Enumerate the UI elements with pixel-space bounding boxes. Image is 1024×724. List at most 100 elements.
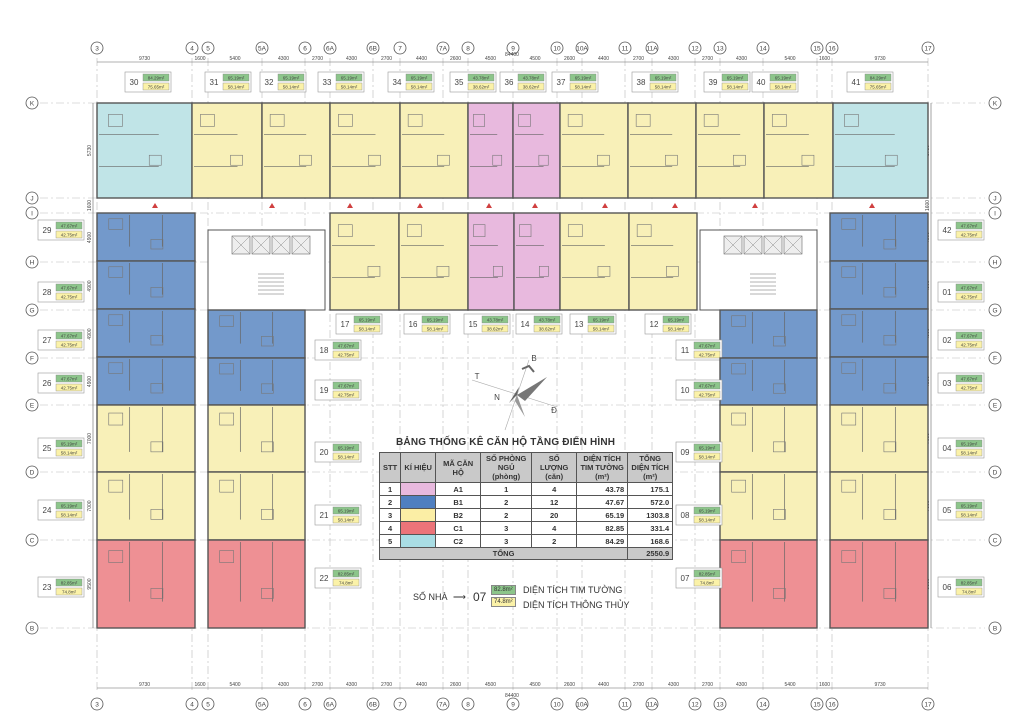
unit-area (207, 404, 306, 473)
header-stt: STT (378, 452, 402, 483)
apartment-unit-06 (829, 539, 929, 629)
header-bedrooms: SỐ PHÒNG NGỦ (phòng) (480, 452, 533, 483)
area-tim-tuong: 65.19m² (338, 446, 355, 451)
area-tim-tuong-box (955, 221, 983, 230)
grid-bubble (618, 41, 632, 55)
bed-icon (841, 550, 857, 563)
area-tim-tuong: 47.67m² (961, 286, 978, 291)
grid-column-label: 17 (924, 46, 932, 53)
area-thong-thuy: 74.8m² (962, 590, 977, 595)
row-bedrooms: 3 (480, 521, 533, 535)
unit-area (329, 102, 401, 199)
unit-label-05 (937, 499, 985, 521)
unit-label-14 (515, 313, 563, 335)
dimension-value: 9730 (139, 682, 150, 688)
grid-row-label: F (30, 356, 34, 363)
entrance-marker (417, 203, 423, 208)
apartment-unit-03 (829, 356, 929, 406)
area-tim-tuong: 65.19m² (961, 442, 978, 447)
area-thong-thuy: 42.75m² (961, 233, 978, 238)
unit-area (832, 102, 929, 199)
apartment-unit-28 (96, 260, 196, 310)
elevator-stair-core (207, 229, 326, 311)
bed-icon (731, 479, 746, 493)
apartment-unit-36 (512, 102, 561, 199)
unit-number: 37 (557, 78, 566, 87)
area-tim-tuong-box (222, 73, 250, 82)
unit-label-15 (463, 313, 511, 335)
unit-area (628, 212, 698, 311)
grid-bubble (25, 465, 39, 479)
area-thong-thuy-box (332, 390, 360, 399)
area-thong-thuy-box (693, 578, 721, 587)
grid-column-label: 9 (511, 46, 515, 53)
area-tim-tuong-box (955, 283, 983, 292)
apartment-unit-24 (96, 471, 196, 541)
bathroom-fixture-icon (150, 383, 164, 394)
area-tim-tuong-box (693, 569, 721, 578)
side-dimension-value: 4900 (87, 232, 93, 243)
area-thong-thuy: 38.62m² (487, 327, 504, 332)
grid-column-label: 5A (258, 46, 267, 53)
area-thong-thuy-box (955, 510, 983, 519)
area-thong-thuy-box (55, 340, 83, 349)
area-tim-tuong: 65.19m² (593, 318, 610, 323)
area-thong-thuy-box (955, 448, 983, 457)
row-area: 84.29 (576, 534, 629, 548)
grid-column-label: 9 (511, 702, 515, 709)
grid-bubble (550, 41, 564, 55)
grid-bubble (810, 41, 824, 55)
apartment-unit-20 (207, 404, 306, 473)
area-thong-thuy-box (693, 452, 721, 461)
grid-bubble (988, 351, 1002, 365)
area-thong-thuy: 42.75m² (961, 386, 978, 391)
grid-column-label: 6 (303, 46, 307, 53)
unit-number: 03 (943, 379, 952, 388)
area-tim-tuong-box (955, 439, 983, 448)
area-tim-tuong: 47.67m² (61, 224, 78, 229)
row-stt: 1 (378, 482, 402, 496)
apartment-unit-01 (829, 260, 929, 310)
compass-north-label: B (531, 354, 536, 363)
dimension-value: 5400 (229, 56, 240, 62)
row-total: 175.1 (627, 482, 674, 496)
unit-number: 31 (210, 78, 219, 87)
unit-label-27 (37, 329, 85, 351)
area-thong-thuy: 74.8m² (339, 581, 354, 586)
unit-area (207, 309, 306, 359)
legend-thong-box: 74.8m² (491, 597, 516, 607)
bed-icon (844, 114, 859, 127)
unit-number: 25 (43, 444, 52, 453)
row-color-swatch (400, 534, 437, 548)
unit-label-33 (317, 71, 365, 93)
dimension-value: 4500 (485, 682, 496, 688)
area-tim-tuong-box (332, 569, 360, 578)
area-thong-thuy: 58.14m² (668, 327, 685, 332)
grid-column-label: 6 (303, 702, 307, 709)
area-tim-tuong: 47.67m² (699, 384, 716, 389)
unit-label-40 (751, 71, 799, 93)
total-dimension: 84400 (505, 52, 519, 58)
bed-icon (219, 479, 234, 493)
bed-icon (200, 114, 215, 127)
side-dimension-value: 4900 (87, 376, 93, 387)
area-thong-thuy-box (955, 340, 983, 349)
area-thong-thuy: 58.14m² (575, 85, 592, 90)
unit-label-36 (499, 71, 547, 93)
bathroom-fixture-icon (492, 266, 503, 277)
row-area: 47.67 (576, 495, 629, 509)
area-tim-tuong-box (353, 315, 381, 324)
grid-bubble (366, 41, 380, 55)
bathroom-fixture-icon (597, 266, 611, 277)
grid-row-label: I (994, 211, 996, 218)
grid-bubble (713, 41, 727, 55)
bathroom-fixture-icon (883, 588, 897, 599)
area-tim-tuong: 65.19m² (655, 76, 672, 81)
area-tim-tuong: 82.85m² (338, 572, 355, 577)
unit-number: 10 (681, 386, 690, 395)
grid-bubble (988, 206, 1002, 220)
area-thong-thuy-box (332, 515, 360, 524)
area-tim-tuong-box (55, 578, 83, 587)
bed-icon (518, 114, 531, 127)
dimension-value: 4400 (416, 56, 427, 62)
